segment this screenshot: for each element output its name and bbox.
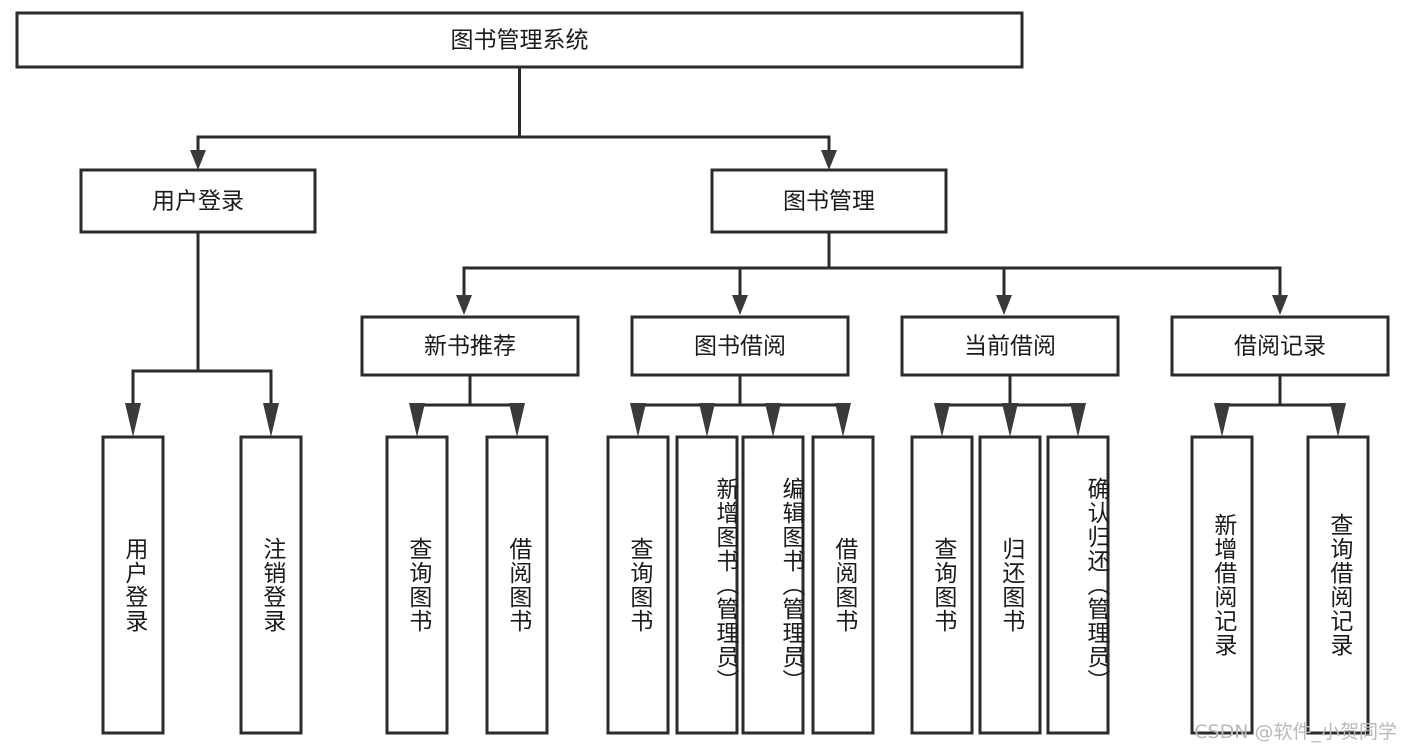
node-user-login[interactable]: 用户登录	[79, 168, 317, 234]
arrow-to-leaf-query-book-2	[630, 403, 646, 437]
arrow-to-leaf-borrow-book-2	[835, 403, 851, 437]
node-root[interactable]: 图书管理系统	[15, 11, 1024, 69]
leaf-box-confirm-return[interactable]	[1046, 435, 1110, 735]
leaf-box-add-record[interactable]	[1190, 435, 1254, 735]
node-user-login-label: 用户登录	[152, 189, 244, 215]
arrow-to-leaf-edit-book	[765, 403, 781, 437]
node-book-manage-box[interactable]	[710, 168, 948, 234]
node-current-borrow[interactable]: 当前借阅	[900, 315, 1120, 377]
arrow-to-leaf-user-login	[125, 403, 141, 437]
leaf-box-query-record[interactable]	[1306, 435, 1370, 735]
arrow-to-leaf-borrow-book-1	[509, 403, 525, 437]
node-new-book-recommend[interactable]: 新书推荐	[360, 315, 580, 377]
arrow-to-leaf-return-book	[1002, 403, 1018, 437]
leaf-box-user-logout[interactable]	[239, 435, 303, 735]
arrow-to-leaf-query-book-3	[934, 403, 950, 437]
arrow-to-book-borrow	[732, 295, 748, 315]
node-borrow-record[interactable]: 借阅记录	[1170, 315, 1390, 377]
arrow-to-current-borrow	[996, 295, 1012, 315]
node-book-manage[interactable]: 图书管理	[710, 168, 948, 234]
leaf-box-user-login[interactable]	[101, 435, 165, 735]
leaf-box-query-book-3[interactable]	[910, 435, 974, 735]
node-book-borrow[interactable]: 图书借阅	[630, 315, 850, 377]
node-book-borrow-box[interactable]	[630, 315, 850, 377]
node-new-book-recommend-box[interactable]	[360, 315, 580, 377]
leaf-box-query-book-1[interactable]	[385, 435, 449, 735]
arrow-to-new-book-recommend	[456, 295, 472, 315]
leaf-box-edit-book[interactable]	[741, 435, 805, 735]
leaf-box-query-book-2[interactable]	[606, 435, 670, 735]
node-book-borrow-label: 图书借阅	[694, 334, 786, 360]
arrow-to-book-manage	[821, 150, 837, 170]
arrow-to-leaf-query-book-1	[409, 403, 425, 437]
leaf-box-borrow-book-1[interactable]	[485, 435, 549, 735]
csdn-watermark: CSDN @软件_小贺同学	[1194, 721, 1397, 743]
arrow-to-leaf-add-record	[1214, 403, 1230, 437]
leaf-box-borrow-book-2[interactable]	[811, 435, 875, 735]
node-new-book-recommend-label: 新书推荐	[424, 334, 516, 360]
node-book-manage-label: 图书管理	[783, 189, 875, 215]
node-current-borrow-box[interactable]	[900, 315, 1120, 377]
arrow-to-leaf-user-logout	[263, 403, 279, 437]
leaf-box-return-book[interactable]	[978, 435, 1042, 735]
node-root-label: 图书管理系统	[451, 28, 589, 54]
arrow-to-leaf-query-record	[1330, 403, 1346, 437]
node-root-box[interactable]	[15, 11, 1024, 69]
arrow-to-user-login	[190, 150, 206, 170]
node-borrow-record-label: 借阅记录	[1234, 334, 1326, 360]
arrow-to-leaf-add-book	[699, 403, 715, 437]
arrow-to-borrow-record	[1272, 295, 1288, 315]
arrow-to-leaf-confirm-return	[1070, 403, 1086, 437]
node-borrow-record-box[interactable]	[1170, 315, 1390, 377]
leaf-box-add-book[interactable]	[675, 435, 739, 735]
node-current-borrow-label: 当前借阅	[964, 334, 1056, 360]
